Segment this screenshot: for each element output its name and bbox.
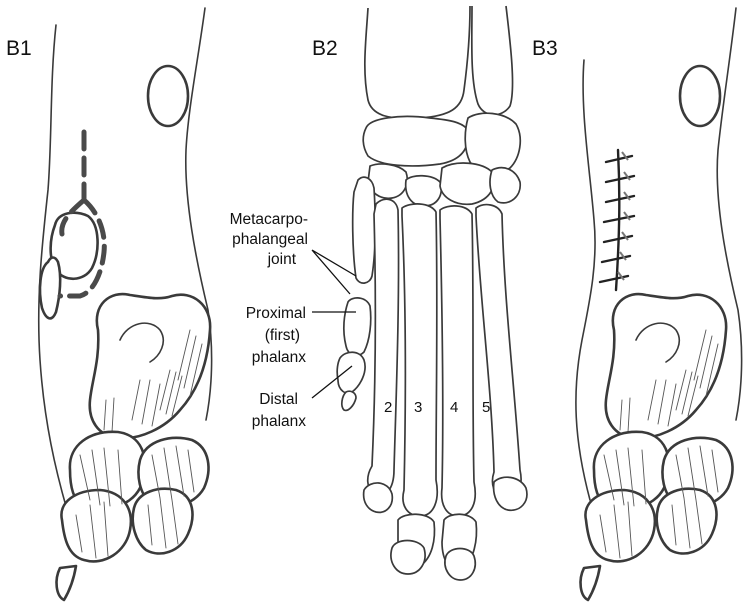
metacarpal-3 bbox=[401, 203, 439, 517]
digit-number-5: 5 bbox=[482, 399, 490, 416]
digit-number-4: 4 bbox=[450, 399, 458, 416]
label-proximal-phalanx-1: Proximal bbox=[246, 305, 306, 322]
digital-pad-3 bbox=[60, 488, 133, 563]
metacarpal-pad-b3 bbox=[604, 292, 728, 440]
label-proximal-phalanx-3: phalanx bbox=[252, 349, 307, 366]
metacarpal-pad-hatching bbox=[103, 329, 203, 433]
distal-phalanx-4 bbox=[444, 547, 477, 581]
radius bbox=[363, 5, 471, 120]
carpal-bone-3 bbox=[404, 174, 443, 207]
panel-label-b1: B1 bbox=[6, 37, 32, 60]
label-metacarpophalangeal-2: phalangeal bbox=[232, 231, 308, 248]
ulna bbox=[470, 5, 514, 116]
nail-b3 bbox=[579, 564, 602, 602]
phalanx-5 bbox=[492, 476, 528, 512]
label-distal-phalanx-1: Distal bbox=[259, 391, 298, 408]
sutured-incision bbox=[598, 148, 636, 292]
carpal-pad bbox=[146, 64, 190, 128]
dewclaw-distal-phalanx bbox=[336, 351, 366, 395]
metacarpal-4 bbox=[439, 205, 477, 517]
nail bbox=[55, 564, 78, 602]
metacarpal-pad bbox=[88, 292, 212, 440]
leader-metacarpophalangeal bbox=[311, 249, 357, 295]
leader-distal-phalanx bbox=[311, 365, 353, 399]
label-metacarpophalangeal-1: Metacarpo- bbox=[230, 211, 308, 228]
digit-number-3: 3 bbox=[414, 399, 422, 416]
dewclaw-proximal-phalanx bbox=[342, 297, 372, 357]
metacarpal-1 bbox=[351, 176, 377, 284]
panel-b2-skeleton: 2 3 4 5 Metacarpo- phalangeal joint Prox… bbox=[230, 5, 528, 581]
panel-label-b3: B3 bbox=[532, 37, 558, 60]
dewclaw-nail bbox=[38, 256, 62, 320]
incision-line bbox=[57, 129, 107, 299]
panel-b1-paw: B1 bbox=[6, 7, 213, 602]
label-distal-phalanx-2: phalanx bbox=[252, 413, 307, 430]
metacarpal-5 bbox=[475, 203, 522, 499]
dewclaw-claw bbox=[340, 390, 357, 412]
radial-carpal-bone bbox=[362, 115, 470, 167]
label-metacarpophalangeal-3: joint bbox=[267, 251, 297, 268]
carpal-bone-4 bbox=[439, 162, 495, 206]
panel-b3-paw: B3 bbox=[532, 7, 743, 602]
distal-phalanx-3 bbox=[390, 539, 426, 575]
digital-pad-3-b3 bbox=[584, 488, 657, 563]
ulnar-carpal-bone bbox=[464, 112, 522, 174]
phalanx-2 bbox=[362, 482, 394, 514]
carpal-bone-5 bbox=[489, 166, 521, 204]
label-proximal-phalanx-2: (first) bbox=[265, 327, 300, 344]
panel-label-b2: B2 bbox=[312, 37, 338, 60]
carpal-pad-b3 bbox=[678, 64, 722, 128]
digit-number-2: 2 bbox=[384, 399, 392, 416]
